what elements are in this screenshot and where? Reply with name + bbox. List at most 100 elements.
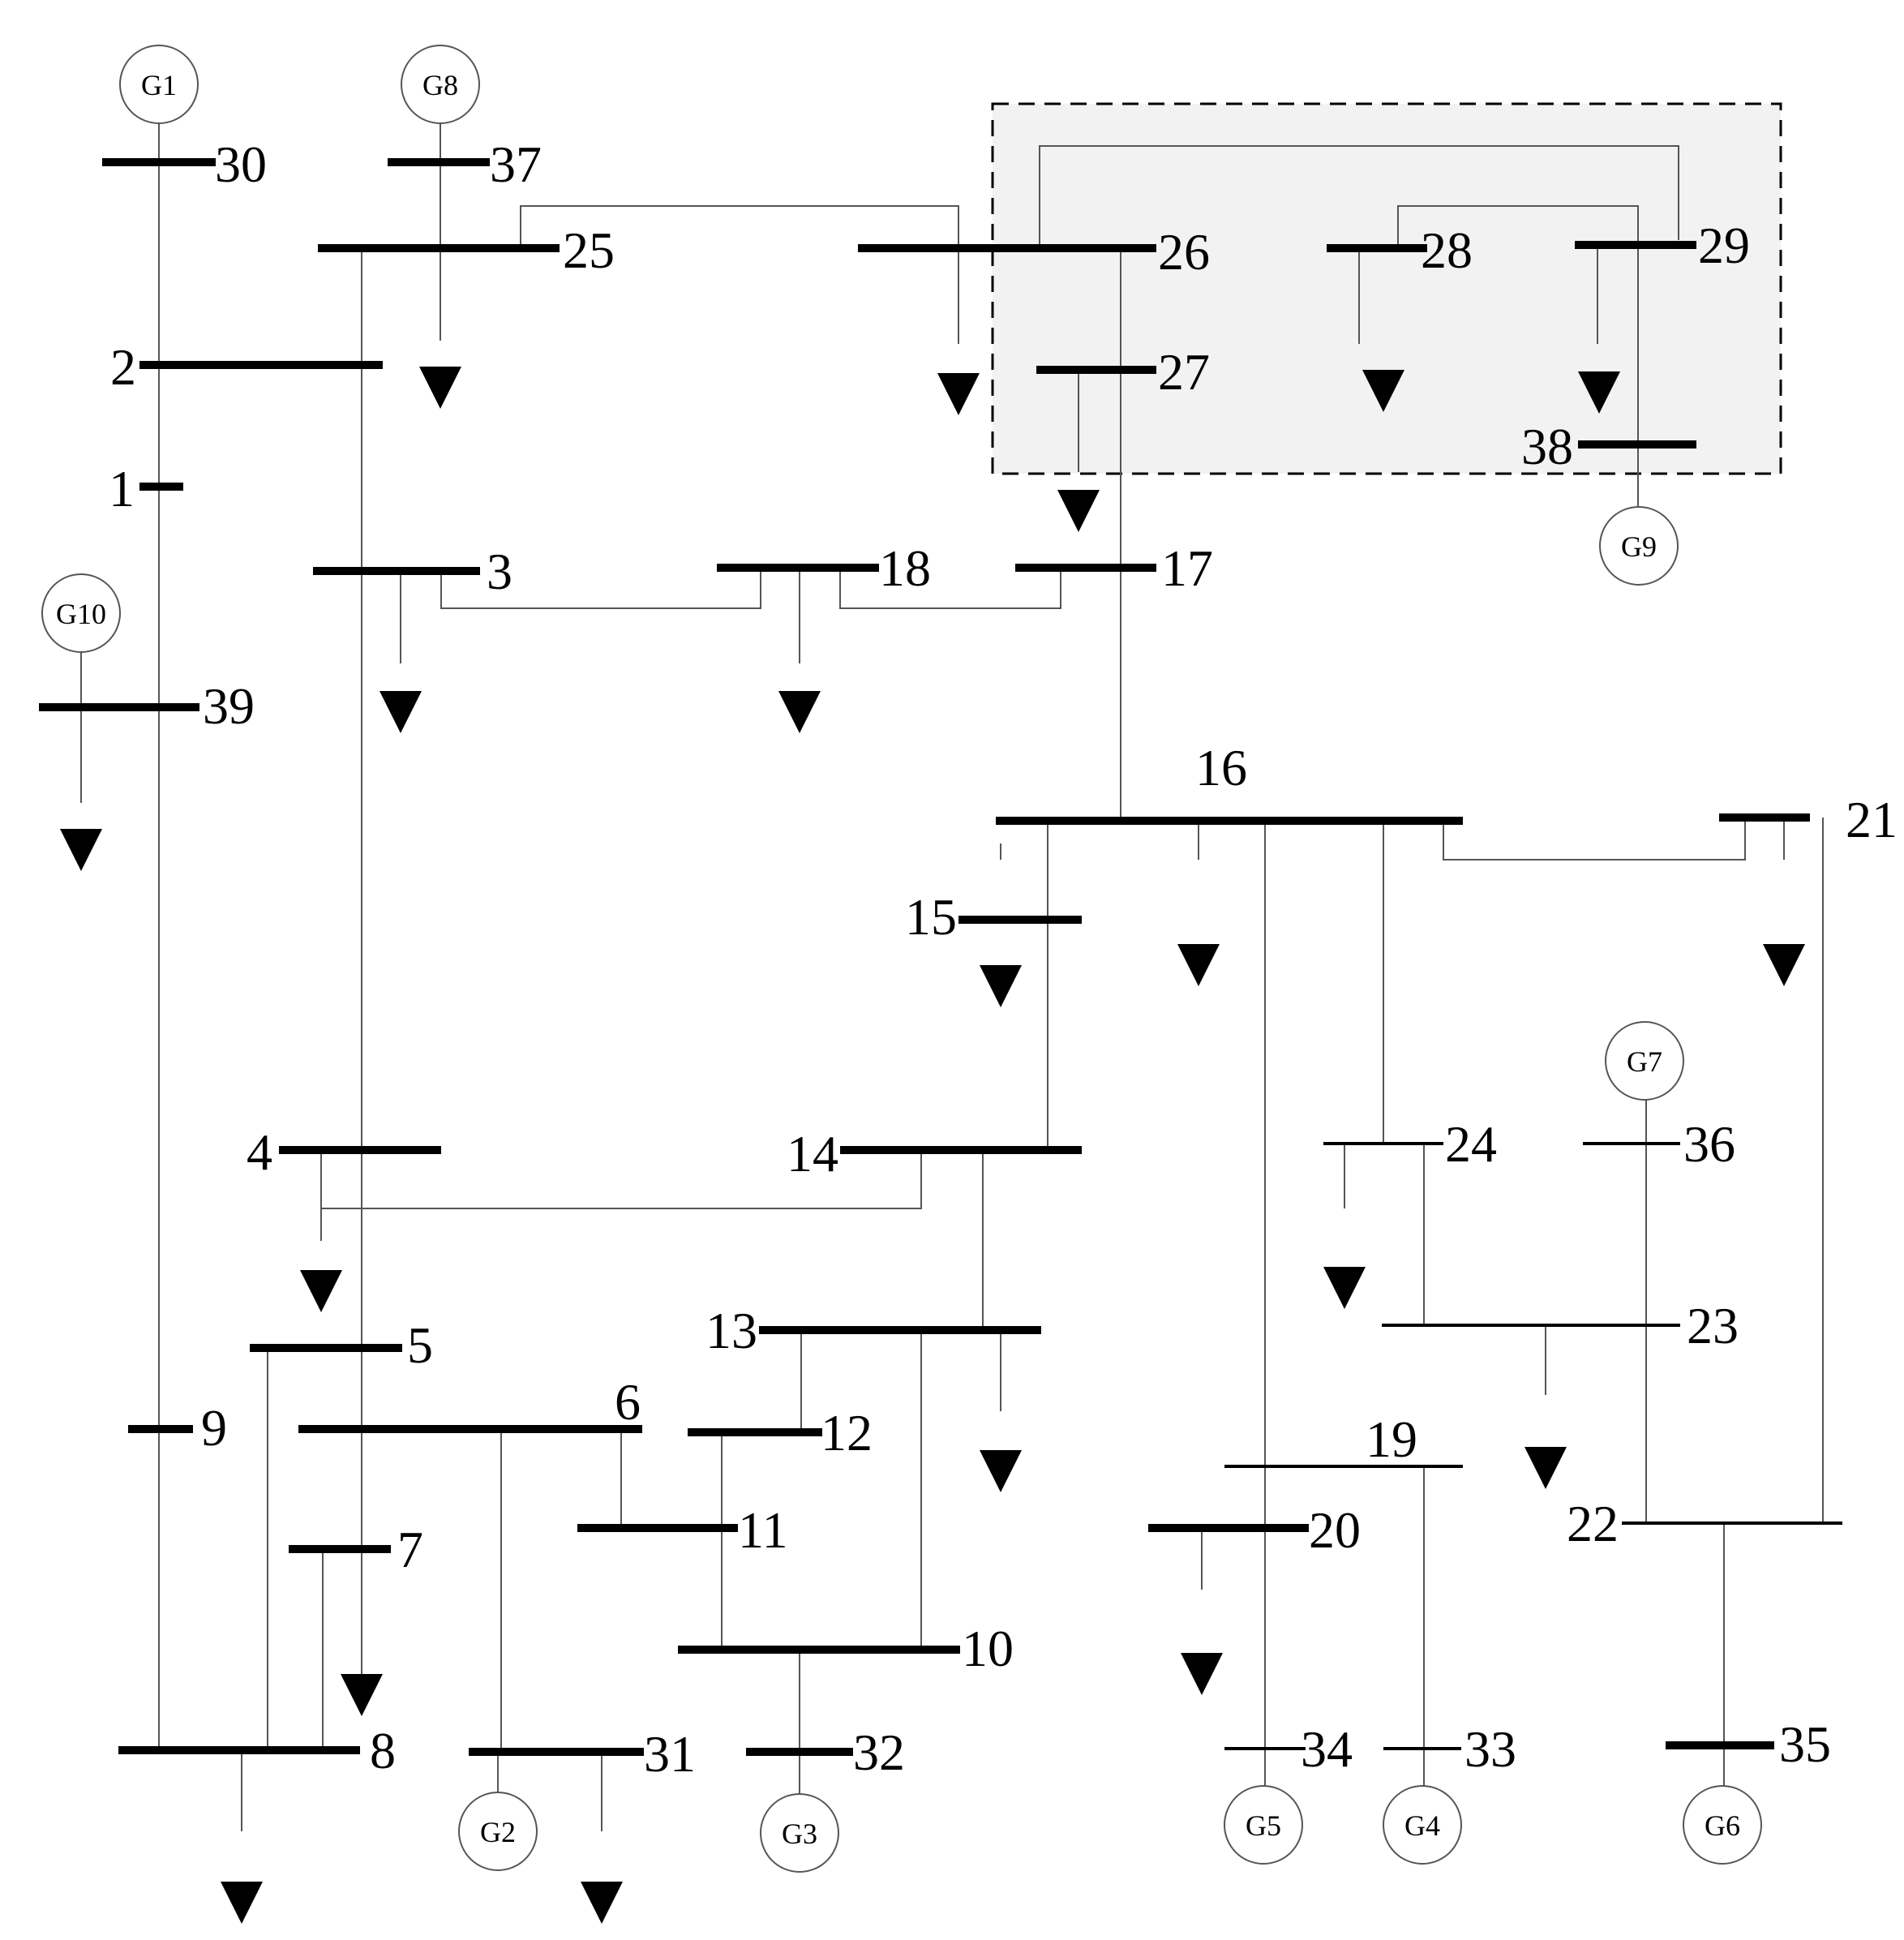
bus-27: 27 — [1036, 343, 1210, 401]
generator-g4: G4 — [1383, 1785, 1462, 1865]
buses: 1234567891011121314151617181920212223242… — [39, 135, 1898, 1783]
generator-circle-icon — [41, 573, 121, 653]
generator-circle-icon — [1683, 1785, 1762, 1865]
generator-g10: G10 — [41, 573, 121, 653]
bus-label-2: 2 — [110, 338, 136, 396]
load-arrow — [221, 1882, 263, 1924]
generator-g6: G6 — [1683, 1785, 1762, 1865]
bus-14: 14 — [787, 1125, 1082, 1182]
generator-label-g2: G2 — [480, 1816, 516, 1848]
bus-label-3: 3 — [487, 543, 512, 600]
generator-circle-icon — [1605, 1021, 1684, 1101]
bus-label-39: 39 — [203, 677, 255, 735]
generator-label-g9: G9 — [1621, 530, 1657, 563]
generator-circle-icon — [1383, 1785, 1462, 1865]
bus-label-32: 32 — [853, 1723, 905, 1781]
bus-21: 21 — [1719, 791, 1898, 848]
generator-label-g8: G8 — [422, 69, 458, 101]
load-arrow — [778, 691, 821, 733]
bus-label-8: 8 — [370, 1722, 396, 1779]
bus-label-6: 6 — [615, 1373, 641, 1431]
bus-7: 7 — [289, 1521, 423, 1578]
bus-label-24: 24 — [1445, 1115, 1497, 1173]
line-12 — [440, 571, 761, 609]
bus-11: 11 — [577, 1501, 788, 1559]
bus-label-22: 22 — [1567, 1495, 1619, 1552]
bus-17: 17 — [1015, 539, 1213, 597]
bus-label-15: 15 — [905, 888, 957, 946]
generator-circle-icon — [760, 1793, 839, 1873]
line-4 — [520, 205, 959, 344]
bus-label-10: 10 — [962, 1620, 1014, 1677]
generator-circle-icon — [458, 1792, 538, 1871]
load-arrow — [980, 965, 1022, 1007]
bus-label-37: 37 — [490, 135, 542, 193]
generator-g1: G1 — [119, 45, 199, 124]
bus-label-12: 12 — [821, 1404, 873, 1461]
bus-label-20: 20 — [1309, 1501, 1361, 1559]
transmission-lines — [80, 110, 1824, 1831]
load-arrow — [60, 829, 102, 871]
generator-label-g3: G3 — [782, 1818, 817, 1850]
highlighted-area — [991, 102, 1782, 475]
bus-33: 33 — [1383, 1720, 1516, 1778]
generator-label-g1: G1 — [141, 69, 177, 101]
generator-g2: G2 — [458, 1792, 538, 1871]
bus-2: 2 — [110, 338, 383, 396]
load-arrow — [1177, 944, 1220, 986]
bus-label-7: 7 — [397, 1521, 423, 1578]
bus-32: 32 — [746, 1723, 905, 1781]
bus-9: 9 — [128, 1399, 227, 1457]
bus-19: 19 — [1224, 1410, 1463, 1468]
bus-label-19: 19 — [1366, 1410, 1417, 1468]
bus-4: 4 — [247, 1123, 441, 1181]
bus-label-23: 23 — [1687, 1297, 1739, 1354]
line-14 — [839, 568, 1061, 609]
bus-8: 8 — [118, 1722, 396, 1779]
generator-g8: G8 — [401, 45, 480, 124]
generator-label-g7: G7 — [1627, 1045, 1662, 1078]
generator-g9: G9 — [1599, 506, 1679, 586]
bus-35: 35 — [1666, 1715, 1831, 1773]
bus-5: 5 — [250, 1316, 433, 1374]
generator-g5: G5 — [1224, 1785, 1303, 1865]
loads — [60, 367, 1805, 1924]
line-8 — [1397, 205, 1639, 519]
bus-18: 18 — [717, 539, 931, 597]
load-arrow — [937, 373, 980, 415]
bus-36: 36 — [1583, 1115, 1735, 1173]
line-5 — [1039, 145, 1679, 248]
bus-label-16: 16 — [1195, 739, 1247, 796]
generator-circle-icon — [1224, 1785, 1303, 1865]
generator-label-g6: G6 — [1705, 1809, 1740, 1842]
bus-label-27: 27 — [1158, 343, 1210, 401]
bus-label-31: 31 — [644, 1725, 696, 1783]
bus-label-26: 26 — [1158, 223, 1210, 281]
bus-39: 39 — [39, 677, 255, 735]
load-arrow — [1524, 1447, 1567, 1489]
bus-label-17: 17 — [1161, 539, 1213, 597]
load-arrow — [1181, 1653, 1223, 1695]
load-arrow — [1323, 1267, 1366, 1309]
bus-label-33: 33 — [1464, 1720, 1516, 1778]
bus-1: 1 — [109, 460, 183, 517]
bus-37: 37 — [388, 135, 542, 193]
load-arrow — [341, 1674, 383, 1716]
bus-20: 20 — [1148, 1501, 1361, 1559]
bus-label-28: 28 — [1421, 221, 1473, 279]
bus-24: 24 — [1323, 1115, 1497, 1173]
bus-3: 3 — [313, 543, 512, 600]
bus-23: 23 — [1382, 1297, 1739, 1354]
bus-16: 16 — [996, 739, 1463, 825]
bus-26: 26 — [858, 223, 1210, 281]
generator-label-g5: G5 — [1246, 1809, 1281, 1842]
bus-label-35: 35 — [1779, 1715, 1831, 1773]
load-arrow — [1057, 490, 1100, 532]
generator-circle-icon — [1599, 506, 1679, 586]
bus-label-5: 5 — [407, 1316, 433, 1374]
load-arrow — [1763, 944, 1805, 986]
bus-label-30: 30 — [215, 135, 267, 193]
bus-28: 28 — [1327, 221, 1473, 279]
generator-g3: G3 — [760, 1793, 839, 1873]
bus-31: 31 — [469, 1725, 696, 1783]
